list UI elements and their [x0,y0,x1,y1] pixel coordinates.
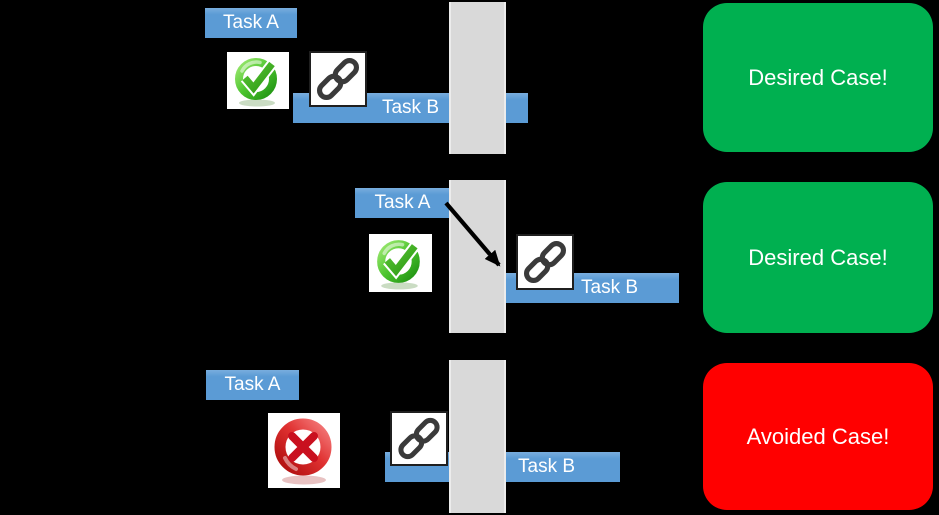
case-label: Avoided Case! [746,423,890,449]
link-icon [309,51,367,107]
task-a-bar-row2: Task A [355,188,450,218]
task-b-label: Task B [581,277,639,298]
task-a-label: Task A [223,12,279,33]
cross-icon [268,413,340,488]
link-icon [516,234,574,290]
task-a-label: Task A [224,374,281,395]
task-a-label: Task A [374,192,431,213]
case-label: Desired Case! [748,64,888,90]
link-icon [390,411,448,466]
case-badge-row1: Desired Case! [703,3,933,152]
check-icon [227,52,289,109]
case-label: Desired Case! [748,244,888,270]
case-badge-row2: Desired Case! [703,182,933,333]
case-badge-row3: Avoided Case! [703,363,933,510]
timeline-bar-row3 [449,360,506,513]
check-icon [369,234,432,292]
dependency-arrow [444,201,501,267]
task-b-label: Task B [518,456,576,477]
task-a-bar-row3: Task A [206,370,299,400]
timeline-bar-row1 [449,2,506,154]
task-b-label: Task B [381,97,440,118]
task-a-bar-row1: Task A [205,8,297,38]
